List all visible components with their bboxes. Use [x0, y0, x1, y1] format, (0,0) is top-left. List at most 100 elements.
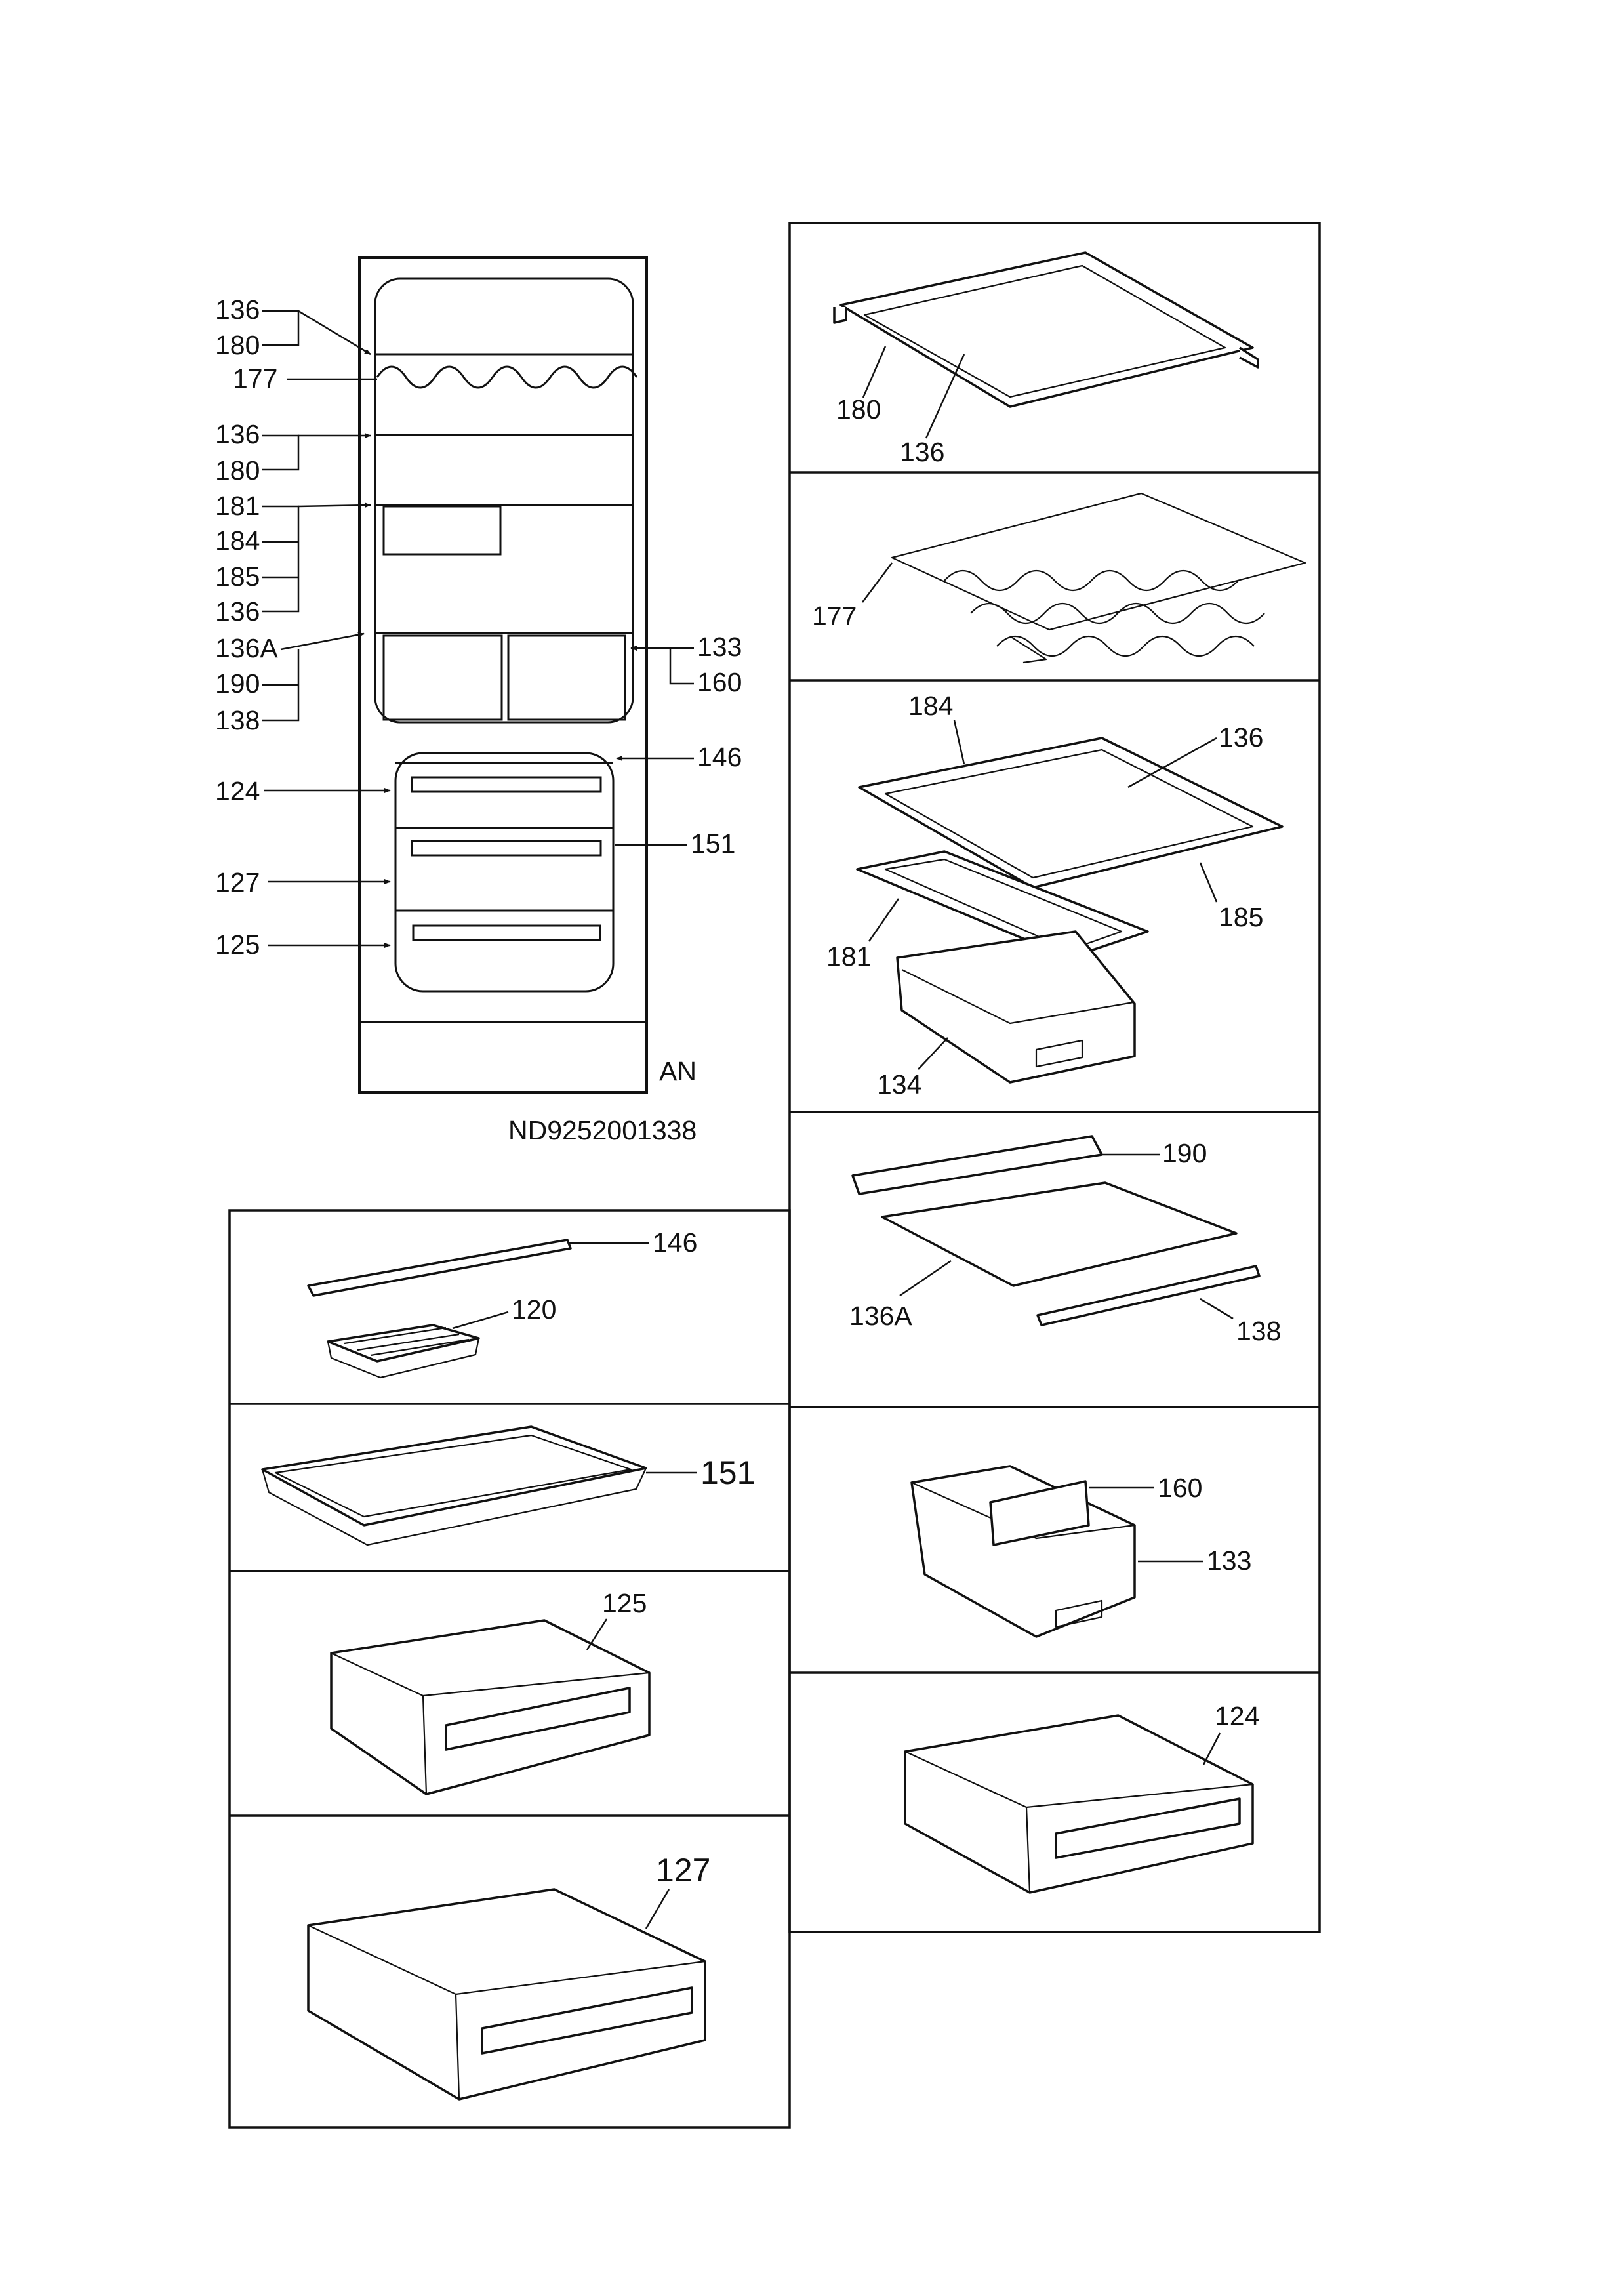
- overview-leader-lines: [262, 310, 694, 948]
- label-160: 160: [1158, 1473, 1202, 1503]
- cabinet-outline: [358, 256, 648, 1094]
- freezer-drawer-124: [904, 1714, 1254, 1894]
- drawing-number: ND9252001338: [508, 1115, 697, 1145]
- freezer-tray-inner: [274, 1434, 632, 1518]
- label-138: 138: [215, 705, 260, 735]
- vegetable-box-panel: 160 133: [910, 1465, 1251, 1638]
- label-136: 136: [215, 295, 260, 325]
- fridge-overview: 136 180 177 136 180 181 184 185 136 136A…: [215, 256, 742, 1145]
- label-136: 136: [900, 437, 944, 467]
- label-124: 124: [1215, 1701, 1259, 1731]
- label-136: 136: [215, 419, 260, 449]
- drawer-124-handle: [1055, 1797, 1241, 1859]
- glass-shelf-pane: [863, 264, 1226, 398]
- crisper-box-edge: [901, 969, 1134, 1025]
- drawer-127-handle: [481, 1986, 693, 2055]
- ice-tray-side: [327, 1338, 480, 1379]
- label-181: 181: [215, 491, 260, 521]
- shelf-front-trim: [1036, 1265, 1261, 1326]
- label-136: 136: [215, 596, 260, 626]
- label-185: 185: [1219, 902, 1263, 932]
- freezer-drawer-127: [307, 1888, 706, 2101]
- drawer-125-handle: [445, 1687, 631, 1751]
- label-146: 146: [697, 742, 742, 772]
- label-151: 151: [700, 1454, 755, 1491]
- label-184: 184: [908, 691, 953, 721]
- freezer-tray-panel: 151: [261, 1425, 755, 1546]
- glass-shelf-136a: [881, 1181, 1238, 1287]
- freezer-flap-146: [307, 1239, 572, 1297]
- crisper-cover-support-inner: [884, 858, 1123, 951]
- label-180: 180: [215, 330, 260, 360]
- crisper-cover-glass: [884, 748, 1254, 879]
- bottle-rack-wave-1: [944, 570, 1239, 591]
- left-panel-column-frame: [228, 1209, 791, 2129]
- overview-crisper-front: [382, 505, 502, 556]
- label-180: 180: [836, 394, 881, 424]
- label-184: 184: [215, 525, 260, 556]
- crisper-cover-frame: [858, 737, 1284, 889]
- overview-drawer-handle-bottom: [412, 924, 601, 941]
- drawer-125-corner: [422, 1695, 428, 1795]
- label-134: 134: [877, 1069, 921, 1099]
- overview-bottle-rack: [376, 365, 638, 389]
- label-125: 125: [215, 930, 260, 960]
- label-160: 160: [697, 667, 742, 697]
- vegetable-box-handle: [1055, 1599, 1103, 1628]
- bottle-rack-frame: [891, 492, 1306, 631]
- bottle-rack-panel: 177: [812, 492, 1306, 664]
- shelf-rear-rail: [851, 1135, 1103, 1195]
- label-190: 190: [215, 668, 260, 699]
- freezer-tray-151: [261, 1425, 647, 1527]
- label-190: 190: [1162, 1138, 1207, 1168]
- drawer-124-corner: [1025, 1807, 1031, 1893]
- label-146: 146: [653, 1227, 697, 1258]
- label-151: 151: [691, 829, 735, 859]
- flap-ice-tray-panel: 146 120: [307, 1227, 697, 1379]
- glass-shelf-frame: [839, 251, 1254, 408]
- vegetable-box-divider-160: [989, 1480, 1090, 1546]
- label-125: 125: [602, 1588, 647, 1618]
- overview-vegetable-box-left: [382, 634, 503, 721]
- label-133: 133: [697, 632, 742, 662]
- bottle-rack-hook: [1009, 636, 1047, 664]
- crisper-cover-panel: 184 136 185 181 134: [826, 691, 1284, 1099]
- label-177: 177: [812, 601, 857, 631]
- crisper-box-handle: [1035, 1039, 1083, 1068]
- vegetable-box-edge: [911, 1481, 1135, 1540]
- crisper-box: [896, 930, 1136, 1084]
- overview-drawer-handle-middle: [411, 840, 602, 857]
- label-124: 124: [215, 776, 260, 806]
- bottle-rack-wave-2: [970, 603, 1265, 624]
- glass-shelf-corner-left: [833, 307, 847, 324]
- glass-shelf-corner-right: [1239, 346, 1259, 369]
- overview-drawer-handle-top: [411, 776, 602, 793]
- drawer-124-panel: 124: [904, 1701, 1259, 1894]
- label-127: 127: [215, 867, 260, 897]
- label-185: 185: [215, 562, 260, 592]
- freezer-compartment: [394, 752, 615, 993]
- label-181: 181: [826, 941, 871, 972]
- glass-shelf-panel: 180 136: [833, 251, 1259, 467]
- version-code: AN: [659, 1056, 697, 1086]
- bottle-rack-wave-3: [996, 636, 1255, 657]
- ice-tray-cells: [344, 1326, 470, 1357]
- label-180: 180: [215, 455, 260, 485]
- label-120: 120: [512, 1294, 556, 1324]
- label-127: 127: [656, 1852, 710, 1889]
- label-138: 138: [1236, 1316, 1281, 1346]
- label-136a: 136A: [849, 1301, 912, 1331]
- drawer-127-panel: 127: [307, 1852, 710, 2101]
- label-136a: 136A: [215, 633, 278, 663]
- drawer-125-panel: 125: [330, 1588, 651, 1795]
- label-133: 133: [1207, 1546, 1251, 1576]
- overview-vegetable-box-right: [507, 634, 626, 721]
- right-panel-column-frame: [788, 222, 1321, 1933]
- panel-grid: [228, 222, 1321, 2129]
- drawer-127-corner: [455, 1994, 460, 2100]
- label-136: 136: [1219, 722, 1263, 752]
- fridge-compartment: [374, 277, 634, 724]
- label-177: 177: [233, 363, 277, 394]
- divided-shelf-panel: 190 136A 138: [849, 1135, 1281, 1346]
